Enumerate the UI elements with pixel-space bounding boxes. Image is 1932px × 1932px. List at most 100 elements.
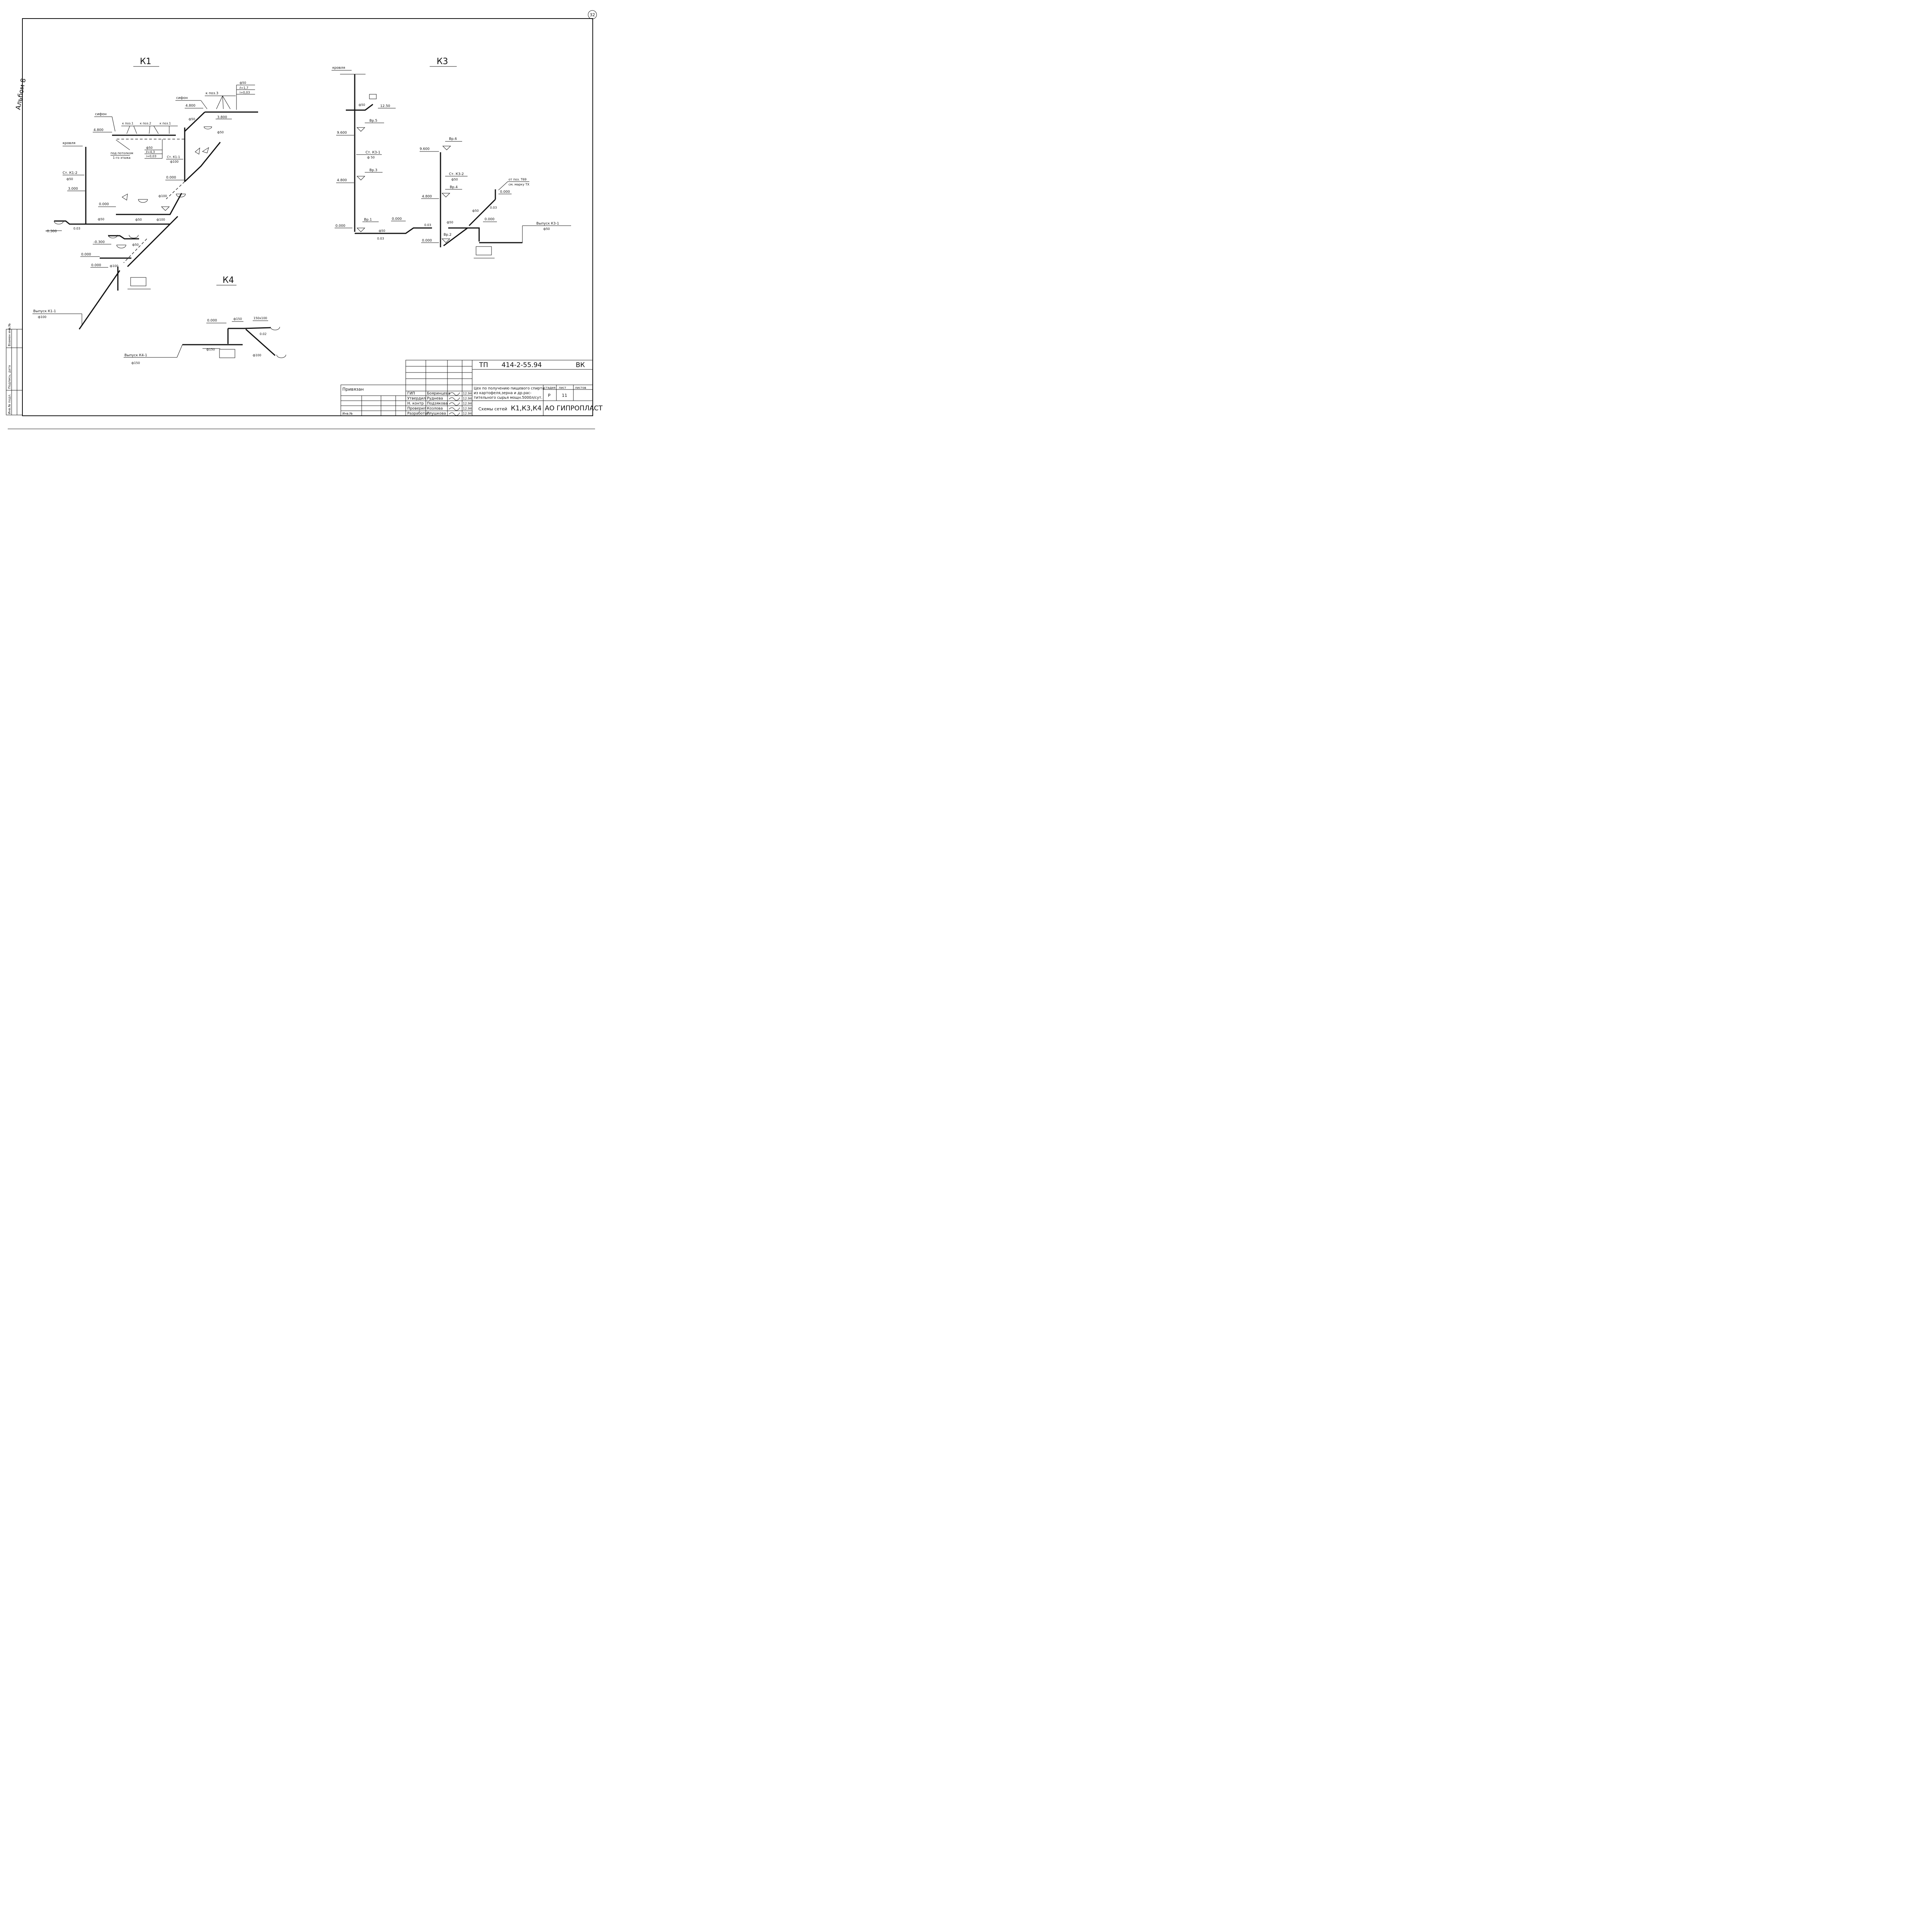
- k3-bottom-horizontal: [355, 227, 432, 234]
- k1-top-box-i: i=0,03: [240, 91, 250, 94]
- k3-elev-0000-left: 0.000: [335, 224, 345, 228]
- k3-funnel-vr3: [356, 176, 366, 180]
- k1-outlet-label: Выпуск К1-1: [33, 310, 56, 313]
- k3-elev-4800-right: 4.800: [422, 195, 432, 199]
- k1-elev-3000: 3.000: [68, 187, 78, 191]
- k1-outlet-diameter: ф100: [38, 315, 46, 319]
- k1-elev-3800: 3.800: [217, 116, 227, 119]
- tb-role-developed: Разработал: [407, 412, 430, 416]
- k1-d100-middle: ф100: [158, 194, 167, 198]
- sheet-frame: [22, 18, 593, 416]
- tb-sheet: 11: [562, 393, 567, 398]
- tb-sheet-header: лист: [559, 386, 566, 389]
- k1-box-i: i=0,03: [146, 155, 156, 158]
- tb-name-4: Глушкова: [427, 412, 446, 416]
- k1-urinal-upper: [195, 147, 200, 155]
- tb-project-title-2: из картофеля,зерна и др.рас-: [474, 391, 531, 395]
- k3-funnel-vr3-label: Вр.3: [369, 168, 377, 172]
- tb-role-approved: Утвердил: [407, 396, 426, 401]
- k4-d100-bottom: ф100: [253, 354, 261, 357]
- k1-riser-k1-2-diameter: ф50: [66, 177, 73, 181]
- tb-drawing-name-prefix: Схемы сетей: [478, 406, 507, 412]
- k3-outlet-diameter: ф50: [543, 227, 550, 231]
- k3-elev-4800-left: 4.800: [337, 179, 347, 182]
- scheme-k4: К4 0.000 ф150 150x100 0.02 ф100 ф150 Вып…: [124, 276, 286, 365]
- k1-title: К1: [140, 57, 151, 66]
- k3-elev-9600-right: 9.600: [420, 147, 430, 151]
- k1-sink-middle-2: [176, 194, 186, 197]
- k3-elev-0000-middle: 0.000: [392, 217, 402, 221]
- tb-date-0: 12.94: [463, 392, 472, 395]
- sheet-number-badge: 32: [588, 10, 597, 19]
- title-block: Привязан Инв.№ ГИП Утвердил Н. контр Про…: [340, 360, 603, 416]
- k1-info-box-lower: ф50 ℓ=4,3 i=0,03: [145, 139, 163, 159]
- side-stamp-signature: Подпись, дата: [8, 365, 11, 389]
- k3-elev-0000-junction: 0.000: [485, 218, 495, 221]
- k3-funnel-vr4-label: Вр.4: [450, 185, 458, 189]
- k1-d50-top: ф50: [189, 117, 195, 121]
- k1-roof-label: кровля: [63, 141, 75, 145]
- k1-long-diagonal: [127, 216, 179, 267]
- k1-info-box-top: ф50 ℓ=1,7 i=0,03: [236, 81, 255, 110]
- k3-outlet-label: Выпуск К3-1: [536, 222, 559, 226]
- tb-stage: Р: [548, 393, 551, 398]
- k1-siphon-top-label: сифон: [176, 96, 188, 100]
- k1-manhole: [130, 277, 146, 286]
- k1-top-box-d: ф50: [240, 81, 246, 85]
- k3-riser-k3-2-diameter: ф50: [451, 178, 458, 181]
- k4-fixture-top: [270, 327, 280, 330]
- k3-elev-9600-left: 9.600: [337, 131, 347, 135]
- tb-role-gip: ГИП: [407, 391, 415, 396]
- k1-under-ceiling-2: 1-го этажа: [113, 156, 131, 160]
- k1-d50-right: ф50: [217, 131, 224, 134]
- tb-role-checked: Проверил: [407, 406, 426, 411]
- drawing-sheet: 32 Альбом 8 Инв.№ подл. Подпись, дата Вз…: [6, 10, 603, 429]
- k3-elev-1250: 12.50: [380, 104, 390, 108]
- k1-sink-upper: [204, 126, 212, 129]
- k1-to-pos2: к поз.2: [140, 122, 151, 125]
- k1-slope-left: 0.03: [73, 227, 80, 230]
- tb-signatures: [449, 392, 460, 416]
- k1-to-pos3: к поз.3: [206, 92, 218, 95]
- k4-outlet-diameter: ф150: [131, 361, 140, 365]
- k1-under-ceiling-1: под потолком: [111, 151, 133, 155]
- k4-reducer-150x100: 150x100: [253, 316, 267, 320]
- k1-fixture-left: [54, 221, 64, 224]
- k3-d50-top: ф50: [359, 103, 365, 107]
- tb-doc-prefix: ТП: [479, 361, 488, 369]
- k3-slope-2: 0.03: [424, 223, 431, 227]
- k3-funnel-vr6-label: Вр.6: [449, 137, 457, 141]
- k1-box-l: ℓ=4,3: [146, 150, 155, 154]
- k1-bottom-horizontal: [54, 220, 170, 225]
- k3-d50-right-1: ф50: [447, 221, 453, 224]
- k1-to-pos1a: к поз.1: [122, 122, 133, 125]
- k1-elev-0000-upper: 0.000: [166, 176, 176, 180]
- k4-title: К4: [223, 276, 234, 285]
- tb-doc-code: 414-2-55.94: [502, 361, 542, 369]
- k3-d50-right-2: ф50: [472, 209, 479, 213]
- k1-diagonal-dashed-1: [166, 181, 185, 199]
- side-stamp: Инв.№ подл. Подпись, дата Взамен инв.№: [6, 323, 23, 415]
- tb-date-2: 12.94: [463, 402, 472, 405]
- k3-top-branch: [346, 104, 373, 111]
- k1-diagonal-dashed-2: [123, 238, 147, 263]
- k3-elev-0000-right: 0.000: [422, 239, 432, 243]
- k1-elev-0000-bottom: 0.000: [91, 264, 101, 267]
- k1-elev-0000-middle: 0.000: [99, 202, 109, 206]
- k3-from-pos-1: от поз. Т69: [509, 178, 527, 181]
- tb-name-3: Козлова: [427, 406, 443, 411]
- k1-d50-bottom: ф50: [98, 218, 104, 221]
- k1-riser-k1-2-label: Ст. К1-2: [63, 171, 77, 175]
- album-label: Альбом 8: [14, 78, 27, 111]
- k3-manhole: [476, 246, 492, 255]
- k1-riser-k1-1-diameter: ф100: [170, 160, 179, 163]
- k3-funnel-vr1-label: Вр.1: [364, 218, 372, 222]
- k1-outlet-pipe: [78, 270, 121, 330]
- scheme-k1: К1 кровля Ст. К1-2 ф50 3.000 -0.300 0.03…: [32, 57, 258, 330]
- tb-role-norm-control: Н. контр: [407, 401, 424, 406]
- tb-linked: Привязан: [342, 387, 364, 392]
- k3-slope-3: 0.03: [490, 206, 497, 209]
- k3-funnel-vr4: [441, 193, 451, 197]
- k3-roof-label: кровля: [332, 66, 345, 70]
- k3-title: К3: [437, 57, 448, 66]
